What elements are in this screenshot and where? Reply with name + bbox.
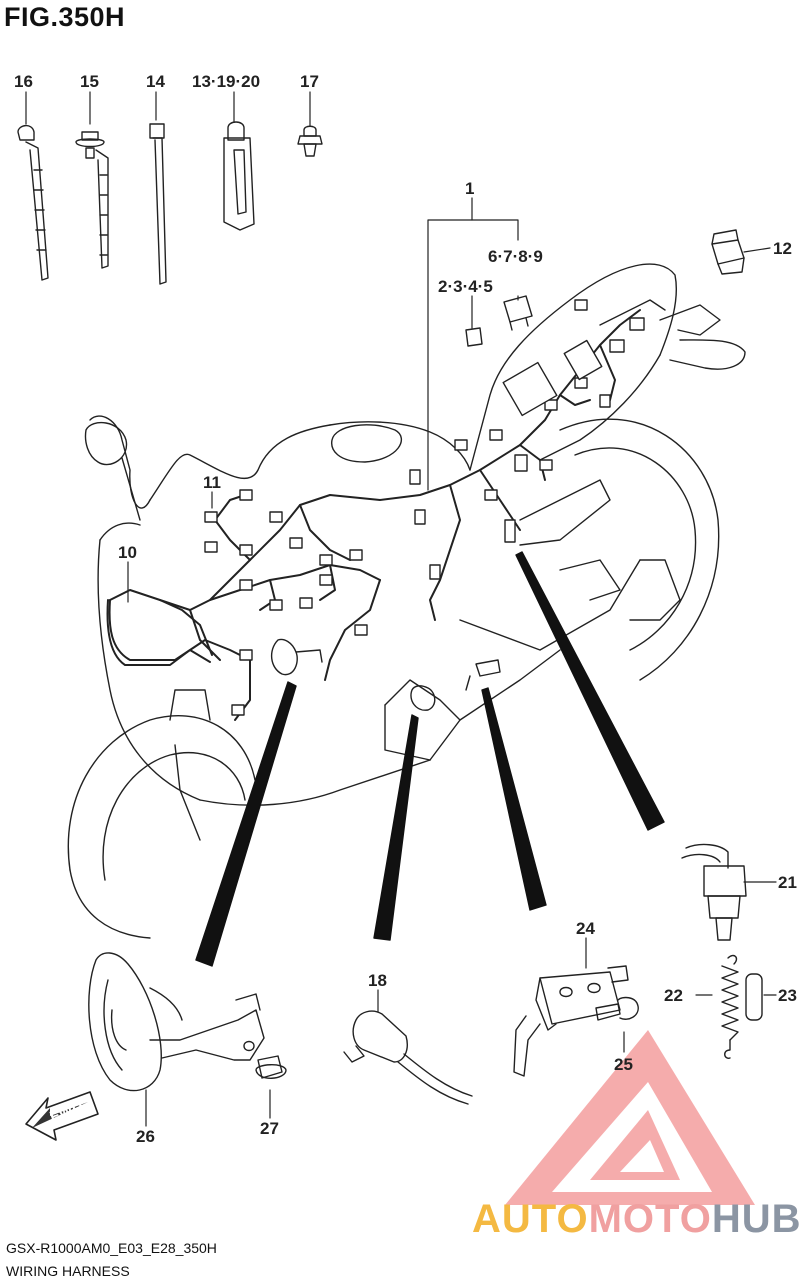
- part-6-9-relay: [503, 295, 533, 331]
- rear-wheel-outline: [559, 418, 720, 681]
- part-16-cable-tie-clamp: [17, 124, 49, 281]
- harness-connectors: [204, 299, 645, 716]
- part-12-connector: [711, 229, 745, 275]
- callout-25: 25: [614, 1055, 633, 1074]
- callout-2-3-4-5: 2·3·4·5: [438, 277, 493, 296]
- part-27-bolt: [255, 1055, 287, 1079]
- switch-mounted: [465, 659, 501, 691]
- horn-mounted: [271, 638, 323, 676]
- main-wiring-harness: [108, 309, 641, 721]
- part-22-spring: [721, 954, 739, 1059]
- part-18-sensor: [343, 1010, 473, 1105]
- callout-1: 1: [465, 179, 474, 198]
- motorcycle-body-outline: [89, 415, 681, 806]
- fwd-label: FWD: [48, 1098, 86, 1126]
- callout-11: 11: [203, 473, 221, 492]
- sensor-mounted: [410, 685, 436, 711]
- part-25-bolt: [595, 996, 639, 1021]
- drawing-name: WIRING HARNESS: [6, 1263, 130, 1279]
- callout-26: 26: [136, 1127, 155, 1146]
- callout-18: 18: [368, 971, 387, 990]
- tail-section-outline: [469, 263, 746, 471]
- watermark-logo-graphic: [505, 1030, 755, 1205]
- fwd-direction-arrow: [25, 1091, 99, 1141]
- figure-title: FIG.350H: [4, 2, 126, 32]
- watermark-brand: AUTOMOTOHUB: [472, 1197, 800, 1242]
- callout-6-7-8-9: 6·7·8·9: [488, 247, 543, 266]
- part-13-19-20-clamp: [223, 121, 255, 231]
- sub-harness-10: [106, 599, 213, 666]
- leader-lines: [25, 91, 777, 1127]
- brand-moto: MOTO: [588, 1197, 712, 1241]
- part-26-horn: [88, 952, 265, 1092]
- pointer-wedges: [195, 551, 665, 967]
- callout-22: 22: [664, 986, 683, 1005]
- callout-16: 16: [14, 72, 33, 91]
- callout-23: 23: [778, 986, 797, 1005]
- drawing-code: GSX-R1000AM0_E03_E28_350H: [6, 1240, 217, 1256]
- brand-auto: AUTO: [472, 1197, 589, 1241]
- brand-hub: HUB: [711, 1197, 800, 1241]
- part-21-switch: [681, 843, 747, 941]
- part-23-pin: [745, 973, 763, 1021]
- callout-13-19-20: 13·19·20: [192, 72, 260, 91]
- part-2-5-fuse: [465, 327, 483, 347]
- callout-15: 15: [80, 72, 99, 91]
- callout-21: 21: [778, 873, 797, 892]
- part-24-switch: [513, 965, 629, 1077]
- callout-14: 14: [146, 72, 165, 91]
- callout-labels: 1 6·7·8·9 2·3·4·5 12 16 15 14 13·19·20 1…: [14, 72, 797, 1146]
- callout-17: 17: [300, 72, 319, 91]
- part-14-cable-tie: [149, 123, 167, 285]
- callout-12: 12: [773, 239, 792, 258]
- callout-10: 10: [118, 543, 137, 562]
- callout-24: 24: [576, 919, 595, 938]
- callout-27: 27: [260, 1119, 279, 1138]
- mirror-outline: [84, 421, 141, 521]
- part-15-cable-tie-bolt: [75, 131, 109, 269]
- part-17-clip: [297, 125, 323, 157]
